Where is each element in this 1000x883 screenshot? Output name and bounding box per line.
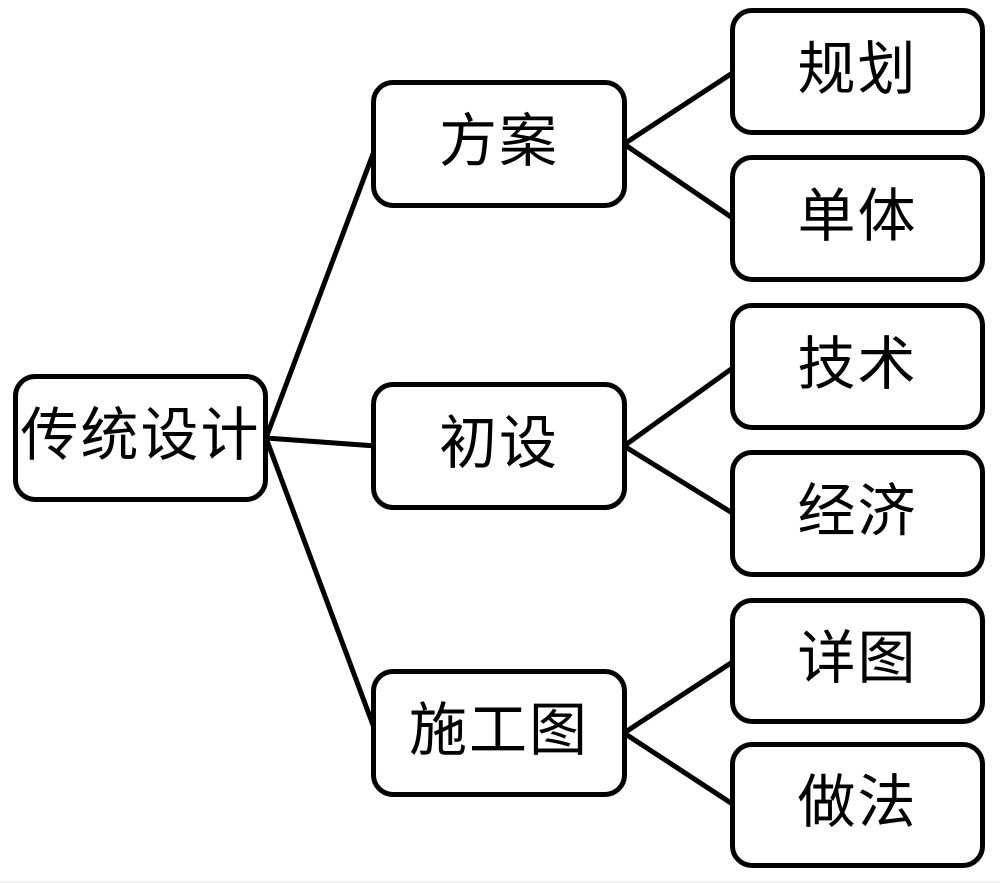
node-label: 传统设计 [20, 403, 261, 468]
node-traditional-design: 传统设计 [13, 374, 268, 502]
node-label: 规划 [797, 36, 918, 102]
edge-preliminary-technical [621, 364, 737, 449]
node-scheme: 方案 [371, 80, 627, 208]
bottom-edge-divider [0, 881, 1000, 883]
node-label: 经济 [797, 478, 918, 544]
node-label: 方案 [438, 109, 559, 174]
edge-preliminary-economic [621, 443, 737, 517]
node-economic: 经济 [730, 450, 985, 577]
edge-construction-method [621, 730, 737, 808]
node-label: 详图 [797, 626, 918, 691]
node-label: 单体 [797, 183, 918, 249]
edge-root-construction [263, 435, 379, 736]
node-label: 初设 [438, 411, 559, 476]
node-planning: 规划 [730, 8, 985, 135]
node-construction-drawing: 施工图 [371, 669, 627, 797]
node-preliminary-design: 初设 [371, 382, 627, 510]
node-label: 施工图 [408, 698, 589, 763]
node-monomer: 单体 [730, 155, 985, 282]
node-label: 做法 [797, 770, 918, 835]
node-detail-drawing: 详图 [730, 598, 985, 724]
node-technical: 技术 [730, 303, 985, 430]
edge-root-preliminary [263, 435, 379, 449]
node-label: 技术 [797, 331, 918, 397]
edge-scheme-planning [621, 69, 737, 147]
node-method: 做法 [730, 742, 985, 868]
edge-scheme-monomer [621, 141, 737, 222]
edge-root-scheme [263, 143, 379, 441]
edge-construction-detail [621, 658, 737, 736]
